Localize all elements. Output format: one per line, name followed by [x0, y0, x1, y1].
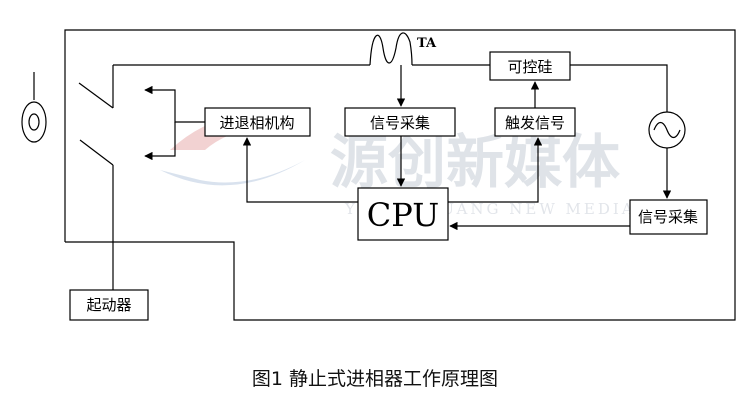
block-scr: 可控硅: [489, 51, 571, 81]
watermark-logo-blue: [160, 160, 305, 186]
switch-contacts: [78, 65, 114, 290]
figure-caption: 图1 静止式进相器工作原理图: [252, 368, 498, 390]
block-signal-acq-right-label: 信号采集: [638, 208, 698, 226]
block-signal-acq-right: 信号采集: [629, 199, 708, 235]
block-starter: 起动器: [69, 289, 149, 321]
ta-coil: [369, 32, 413, 66]
block-scr-label: 可控硅: [507, 58, 552, 76]
block-trigger: 触发信号: [494, 107, 576, 137]
arrow-to-switch-top: [144, 85, 205, 123]
arrow-cpu-to-trigger: [448, 137, 543, 203]
block-phase-mechanism: 进退相机构: [204, 107, 311, 137]
block-starter-label: 起动器: [86, 296, 131, 314]
arrow-cpu-to-phase: [242, 137, 358, 203]
block-signal-acq-top-label: 信号采集: [370, 114, 430, 132]
block-trigger-label: 触发信号: [505, 114, 565, 132]
arrow-to-switch-bottom: [144, 122, 176, 161]
block-signal-acq-top: 信号采集: [344, 107, 456, 137]
block-cpu-label: CPU: [367, 196, 439, 234]
motor-symbol: [21, 72, 47, 143]
watermark-text: 源创新媒体: [330, 128, 620, 196]
supply-line-right: [570, 64, 668, 112]
ac-source-symbol: [648, 111, 686, 149]
ta-label: TA: [417, 36, 437, 51]
outer-frame: [64, 29, 736, 321]
block-cpu: CPU: [357, 187, 449, 241]
block-phase-mechanism-label: 进退相机构: [219, 114, 294, 132]
